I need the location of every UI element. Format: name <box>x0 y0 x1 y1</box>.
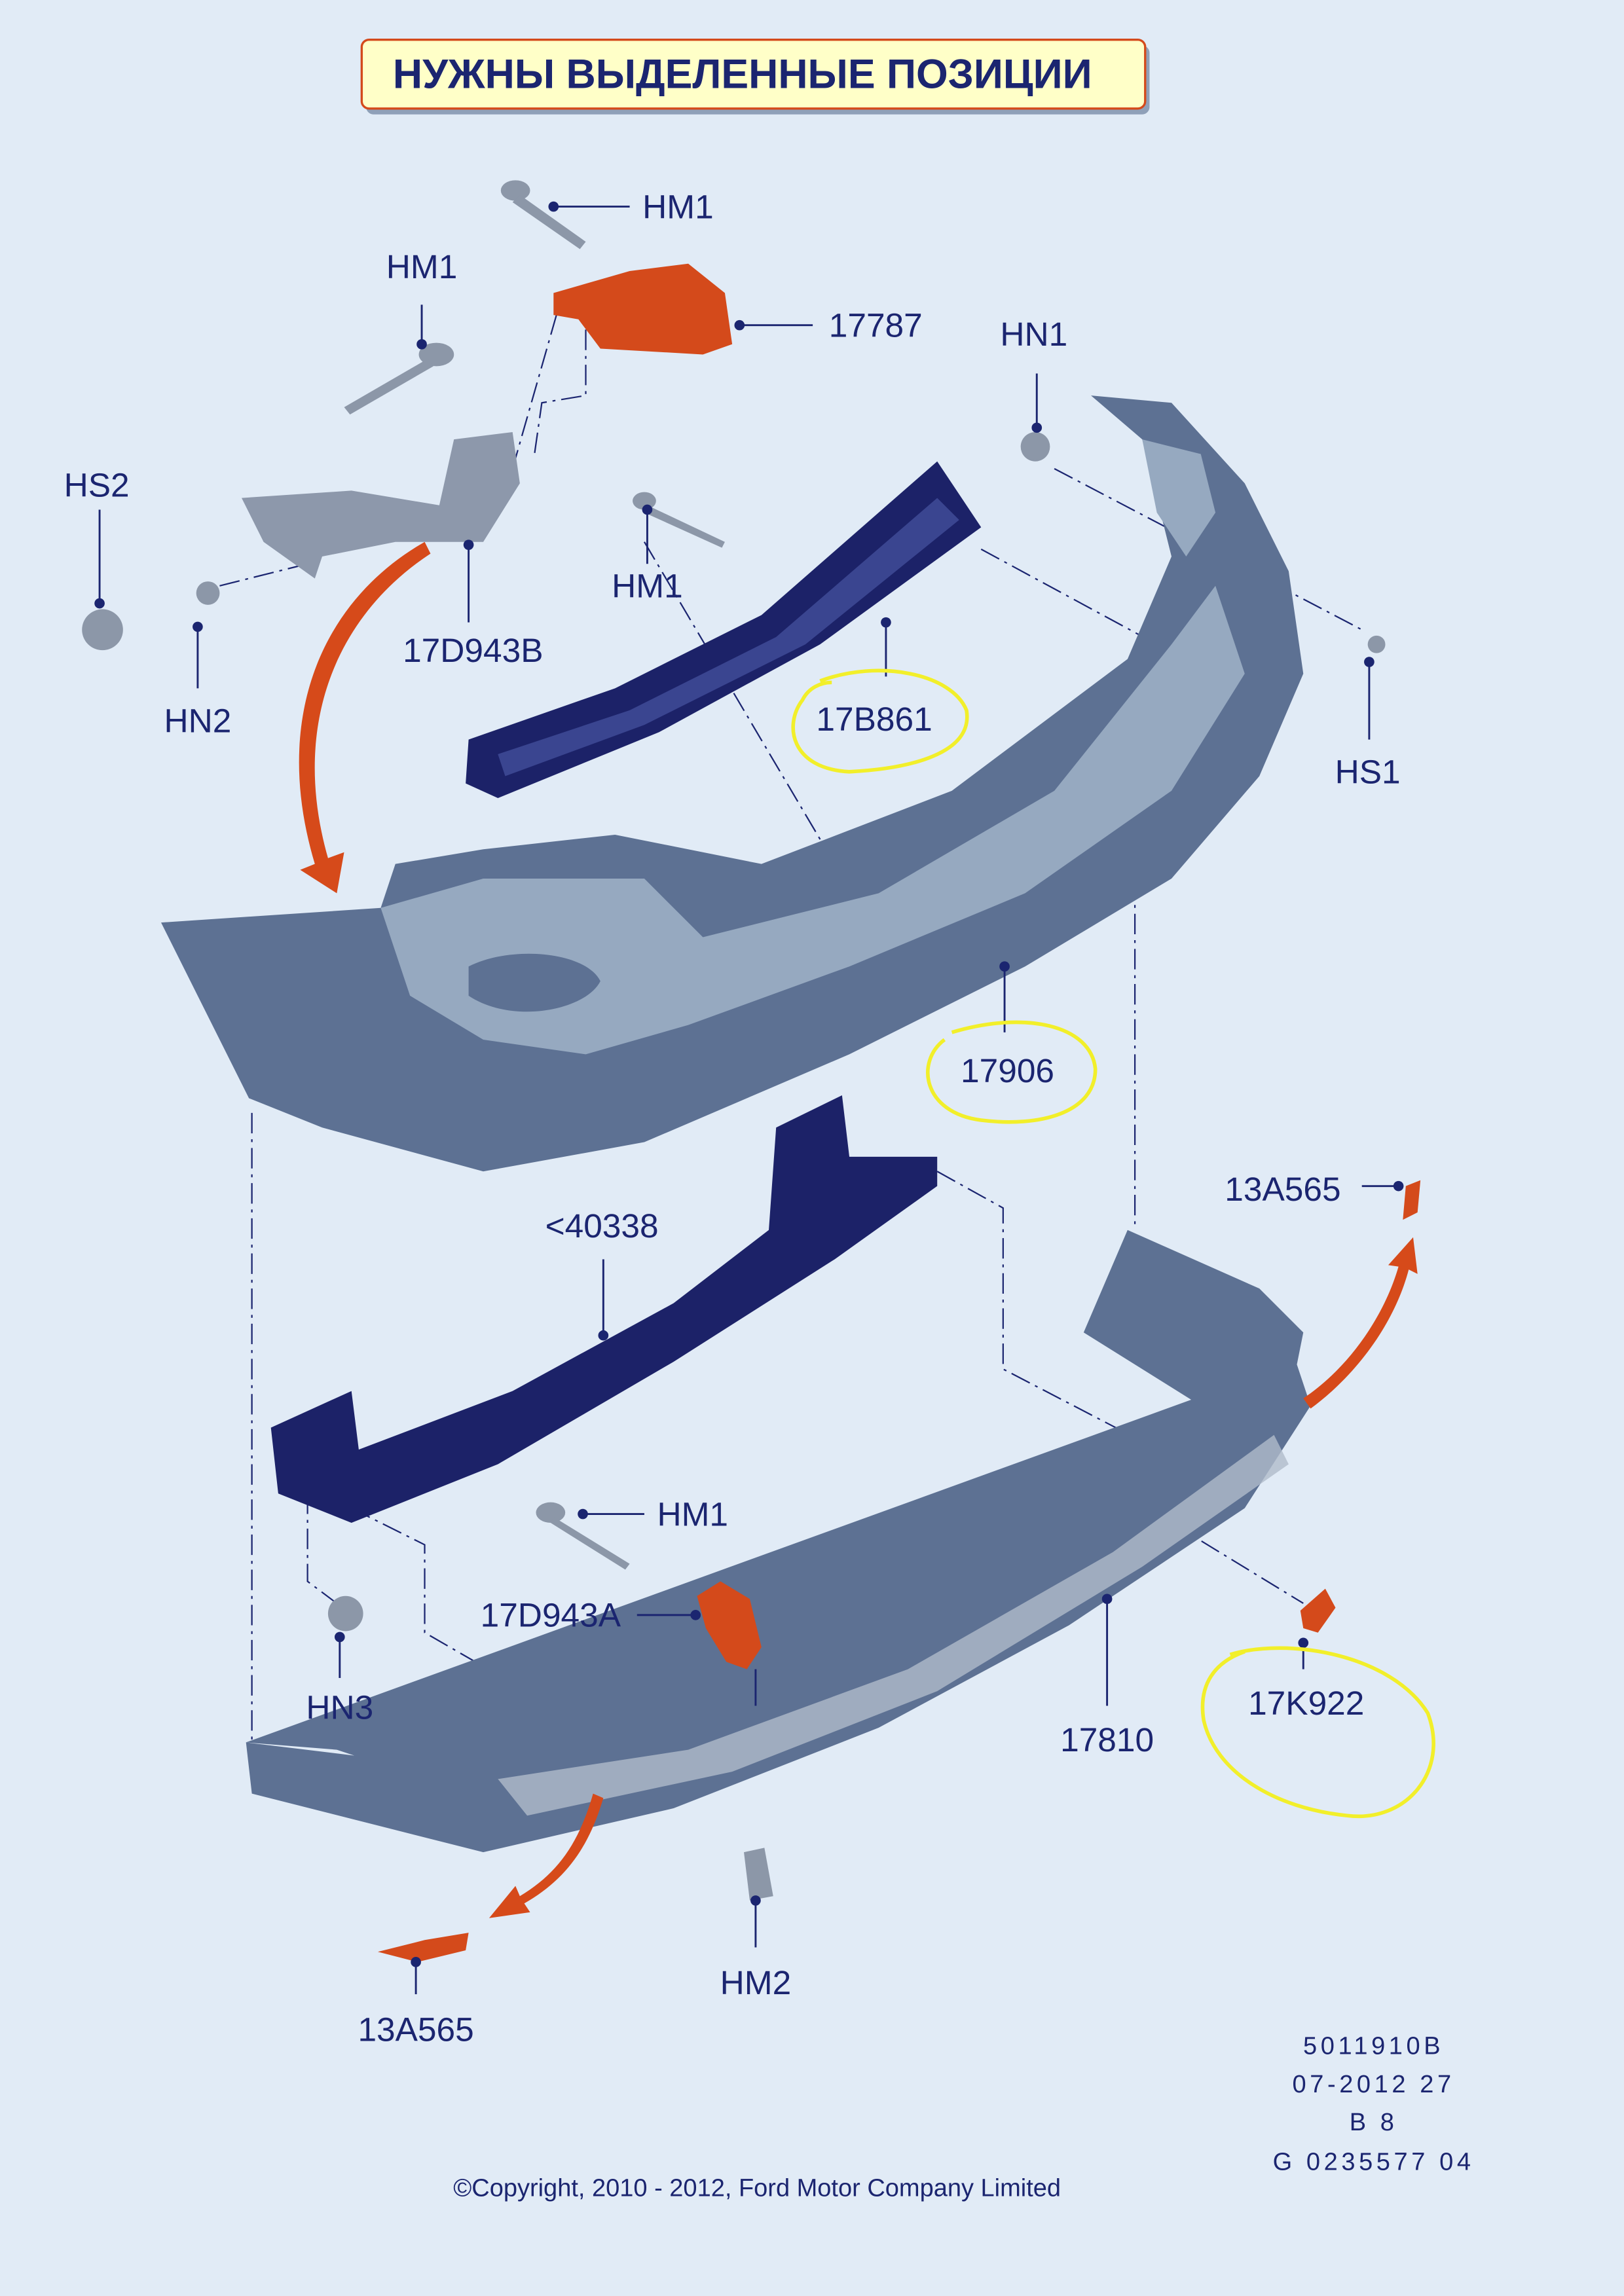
copyright-notice: ©Copyright, 2010 - 2012, Ford Motor Comp… <box>453 2175 1061 2202</box>
arrow-icon <box>489 1793 604 1918</box>
label-17d943b: 17D943B <box>403 631 543 669</box>
alignment-lines <box>219 314 1363 1743</box>
reference-code: B 8 <box>1350 2109 1398 2136</box>
bracket-17d943b <box>241 431 520 579</box>
label-17k922: 17K922 <box>1248 1684 1364 1722</box>
label-hm2: HM2 <box>720 1963 792 2001</box>
part-17787 <box>553 263 733 355</box>
part-17k922 <box>1300 1588 1336 1633</box>
label-17810: 17810 <box>1060 1721 1154 1758</box>
label-hm1: HM1 <box>642 187 714 225</box>
label-hm1: HM1 <box>657 1495 728 1533</box>
title-banner: НУЖНЫ ВЫДЕЛЕННЫЕ ПОЗИЦИИ <box>360 38 1150 115</box>
label-13a565: 13A565 <box>1225 1170 1340 1208</box>
label-17b861: 17B861 <box>816 700 932 738</box>
reference-code: G 0235577 04 <box>1273 2148 1475 2176</box>
highlighted-parts <box>377 263 1421 1962</box>
label-hs2: HS2 <box>64 465 130 503</box>
fasteners <box>82 180 1386 1901</box>
part-13a565-left <box>377 1933 469 1962</box>
grille-17b861 <box>466 461 982 799</box>
part-labels: HM1 HM1 17787 HN1 HS2 HM1 17D943B HN2 17… <box>64 187 1401 2048</box>
bumper-cover-17906 <box>160 395 1304 1172</box>
part-13a565-right <box>1403 1180 1421 1220</box>
label-hm1: HM1 <box>386 247 458 285</box>
label-hn1: HN1 <box>1000 315 1067 353</box>
direction-arrows <box>299 541 1418 1918</box>
reference-date: 07-2012 27 <box>1293 2071 1455 2098</box>
label-hm1: HM1 <box>612 567 683 605</box>
reference-code: 5011910B <box>1303 2033 1444 2060</box>
arrow-icon <box>1303 1237 1418 1409</box>
label-40338: <40338 <box>545 1207 659 1245</box>
arrow-icon <box>299 541 431 894</box>
beam-40338 <box>270 1095 938 1523</box>
label-17d943a: 17D943A <box>481 1596 621 1634</box>
label-hn3: HN3 <box>306 1688 373 1726</box>
part-17d943a <box>697 1581 762 1669</box>
label-17906: 17906 <box>961 1051 1054 1089</box>
label-hs1: HS1 <box>1335 753 1401 791</box>
label-17787: 17787 <box>829 306 923 344</box>
highlight-circles <box>791 668 1435 1819</box>
leader-lines <box>94 201 1404 1995</box>
label-13a565: 13A565 <box>358 2011 473 2049</box>
title: НУЖНЫ ВЫДЕЛЕННЫЕ ПОЗИЦИИ <box>393 51 1092 97</box>
reference-codes: 5011910B 07-2012 27 B 8 G 0235577 04 <box>1273 2033 1475 2176</box>
lower-valance-17810 <box>246 1230 1311 1853</box>
label-hn2: HN2 <box>164 701 231 739</box>
